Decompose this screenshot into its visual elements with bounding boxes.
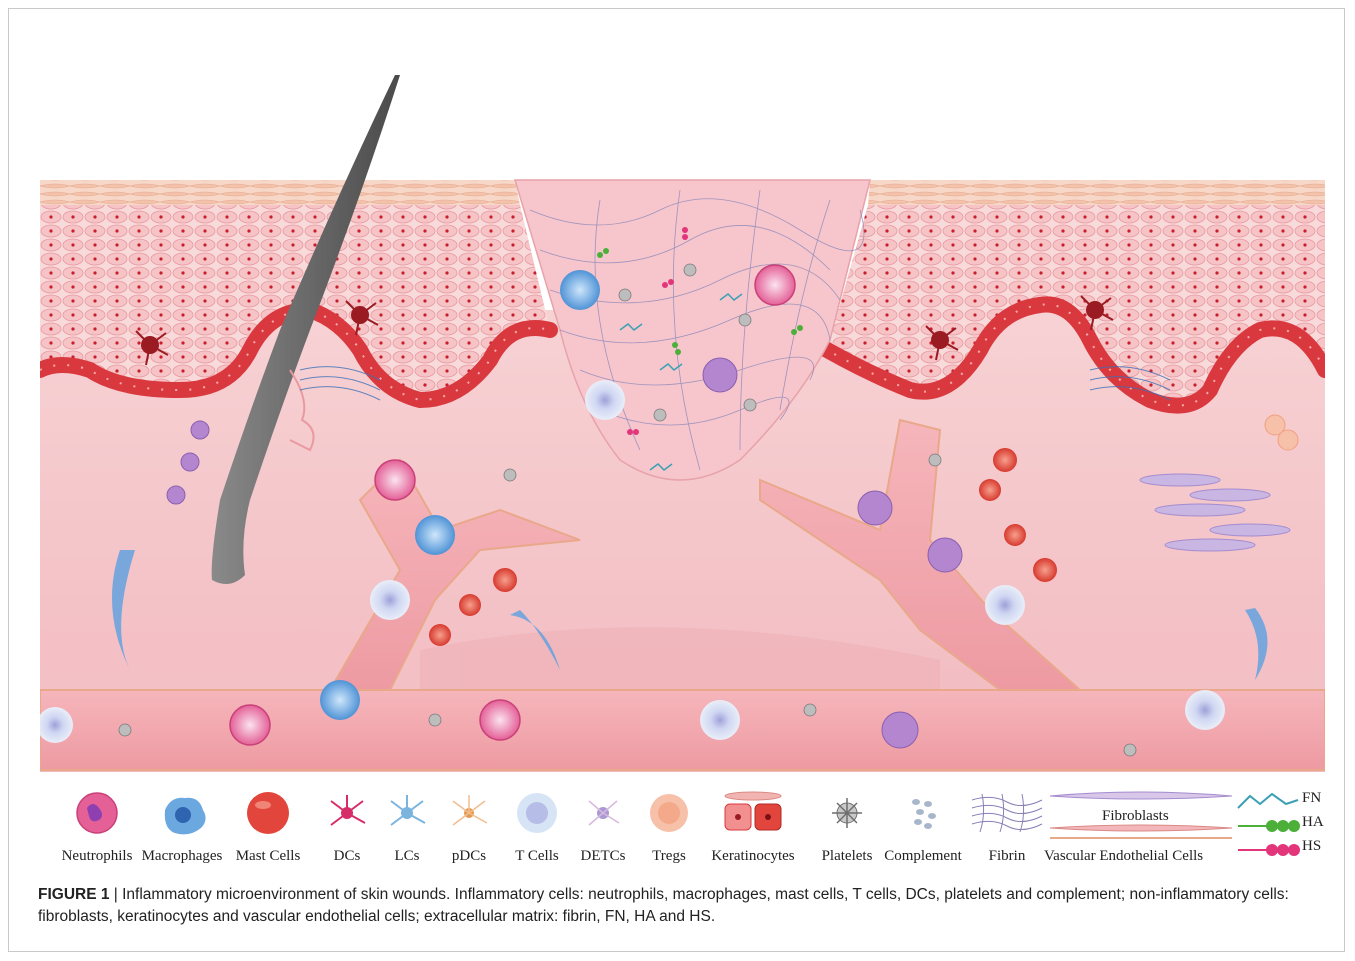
figure-label: FIGURE 1 — [38, 886, 109, 903]
fibrin-icon — [962, 790, 1052, 836]
fn-label: FN — [1302, 790, 1321, 807]
skin-wound-illustration — [40, 70, 1325, 772]
neutrophil-icon — [52, 790, 142, 836]
figure-caption: FIGURE 1 | Inflammatory microenvironment… — [38, 884, 1328, 928]
caption-text: Inflammatory microenvironment of skin wo… — [38, 886, 1289, 925]
vascular-endothelial-label: Vascular Endothelial Cells — [1044, 848, 1203, 865]
keratinocyte-icon — [708, 790, 798, 836]
stratum-corneum-left — [40, 180, 520, 205]
ha-label: HA — [1302, 814, 1324, 831]
mast-cell-icon — [223, 790, 313, 836]
treg-icon — [624, 790, 714, 836]
fibroblasts-label: Fibroblasts — [1102, 808, 1169, 825]
hs-label: HS — [1302, 838, 1321, 855]
caption-separator: | — [109, 886, 122, 903]
complement-icon — [878, 790, 968, 836]
macrophage-icon — [137, 790, 227, 836]
legend-item-fibrin: Fibrin — [962, 786, 1052, 870]
ecm-icons — [1236, 788, 1300, 864]
stratum-corneum-right — [868, 180, 1325, 205]
